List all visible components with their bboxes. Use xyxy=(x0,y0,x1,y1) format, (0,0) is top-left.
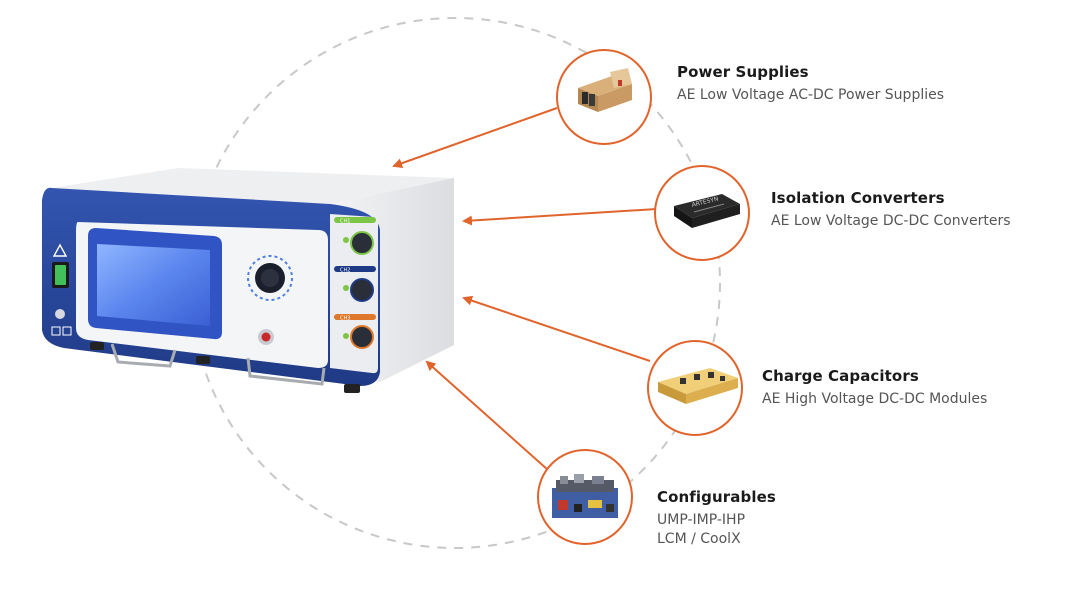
arrow-configurables xyxy=(425,360,549,471)
product-subtitle-line2: LCM / CoolX xyxy=(657,531,741,547)
arrow-charge-capacitors xyxy=(462,295,651,362)
channel-label-3: CH3 xyxy=(340,316,350,322)
hv-module-icon[interactable] xyxy=(647,340,743,436)
channel-label-1: CH1 xyxy=(340,219,350,225)
product-title: Charge Capacitors xyxy=(762,367,919,385)
product-label-isolation-converters[interactable]: Isolation Converters AE Low Voltage DC-D… xyxy=(771,189,1011,231)
dashed-orbit-ring xyxy=(189,17,721,549)
arrow-isolation-converters xyxy=(462,208,658,226)
product-title: Configurables xyxy=(657,488,776,506)
configurable-board-icon[interactable] xyxy=(537,449,633,545)
product-subtitle: UMP-IMP-IHP xyxy=(657,512,746,528)
product-title: Isolation Converters xyxy=(771,189,945,207)
arrow-power-supplies xyxy=(392,107,558,169)
medical-generator-icon xyxy=(42,168,454,393)
product-title: Power Supplies xyxy=(677,63,809,81)
dc-dc-converter-icon[interactable]: ARTESYN xyxy=(654,165,750,261)
product-subtitle: AE Low Voltage DC-DC Converters xyxy=(771,213,1011,229)
product-label-charge-capacitors[interactable]: Charge Capacitors AE High Voltage DC-DC … xyxy=(762,367,987,409)
product-label-configurables[interactable]: Configurables UMP-IMP-IHP LCM / CoolX xyxy=(657,488,776,549)
product-subtitle: AE High Voltage DC-DC Modules xyxy=(762,391,988,407)
power-supply-icon[interactable] xyxy=(556,49,652,145)
product-subtitle: AE Low Voltage AC-DC Power Supplies xyxy=(677,87,945,103)
channel-label-2: CH2 xyxy=(340,268,350,274)
product-label-power-supplies[interactable]: Power Supplies AE Low Voltage AC-DC Powe… xyxy=(677,63,944,105)
